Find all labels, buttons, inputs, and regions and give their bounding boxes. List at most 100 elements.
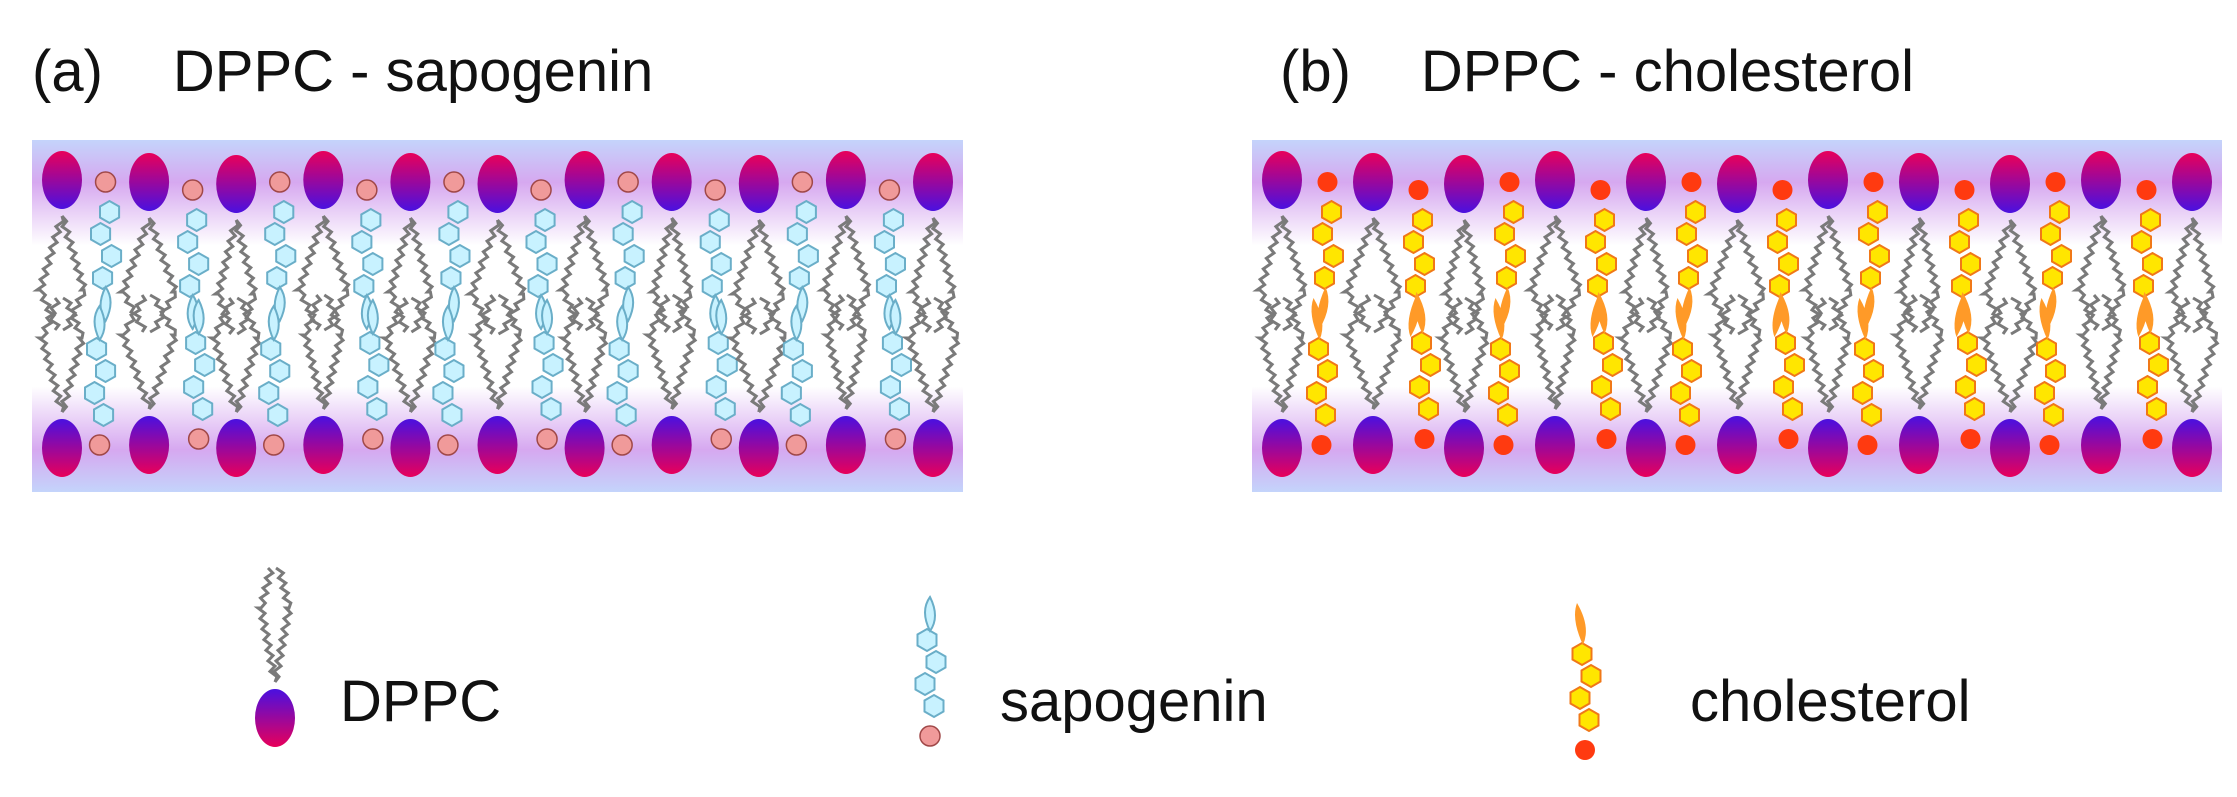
lipid-tail [271,566,294,683]
sterol-ring [84,380,106,406]
sterol-ring [1958,207,1979,233]
dppc-lipid-icon [253,566,295,747]
sterol-ring [786,221,808,247]
sterol-ring [533,330,555,356]
sterol-ring [791,358,813,384]
lipid-tail [556,297,588,413]
sterol-ring [534,207,556,233]
lipid-head [1353,416,1393,474]
sterol-ring [1403,229,1424,255]
sterol-ring [1685,199,1706,225]
sterol-ring [2146,396,2167,422]
lipid-tail [495,293,524,410]
sterol-ring [782,336,804,362]
sterol-ring [366,396,388,422]
sterol-tail [366,298,379,336]
lipid-head [825,151,866,209]
sterol-head [181,179,204,201]
sterol-ring [1679,402,1700,428]
sterol-ring [888,396,910,422]
lipid-tail [34,297,66,413]
sterol-head [1596,429,1617,449]
dppc-lipid [2164,153,2216,334]
sterol-head [530,179,552,201]
lipid-tail [147,293,179,411]
sterol-ring [1490,336,1511,362]
sterol-ring [1782,396,1803,422]
sterol-ring [612,221,634,247]
sterol-ring [177,229,199,255]
sapogenin-molecule [705,298,738,450]
sterol-head [1311,435,1332,455]
lipid-tail [905,217,937,333]
sterol-tail [1414,292,1426,334]
sterol-ring [1412,207,1433,233]
sterol-head [704,179,726,201]
sterol-ring [185,330,207,356]
sterol-tail [889,298,902,336]
lipid-tail [1644,296,1674,413]
lipid-tail [1889,294,1923,410]
sterol-tail [2039,298,2051,340]
sterol-ring [705,374,727,400]
lipid-tail [1614,297,1650,413]
sterol-ring [2051,243,2072,269]
sterol-ring [1867,199,1888,225]
sapogenin-molecule-icon [914,595,947,747]
sterol-ring [264,221,286,247]
sterol-tail [1311,298,1323,340]
sterol-ring [1593,330,1614,356]
lipid-head [1353,153,1393,211]
sterol-ring [1769,273,1790,299]
sterol-ring [542,352,564,378]
sterol-ring [441,402,463,428]
sterol-head [1317,172,1338,192]
sterol-ring [260,336,282,362]
cholesterol-molecule-icon [1569,603,1602,760]
cholesterol-molecule [1409,292,1441,449]
sterol-ring [258,380,280,406]
sterol-ring [1317,358,1338,384]
lipid-head [42,151,82,209]
sterol-ring [707,330,729,356]
dppc-lipid [816,151,872,332]
sterol-head [878,179,901,201]
sapogenin-molecule [780,304,813,456]
sterol-ring [716,352,738,378]
sterol-ring [1418,396,1439,422]
lipid-tail [467,294,501,410]
panel-a-label: (a) [32,39,103,104]
sterol-ring [449,243,471,269]
lipid-head [564,419,605,477]
cholesterol-molecule [1955,292,1987,449]
lipid-head [42,419,82,477]
lipid-head [1808,151,1848,209]
dppc-lipid [1976,296,2040,477]
sterol-ring [1488,380,1509,406]
sterol-ring [99,199,121,225]
sterol-ring [1315,402,1336,428]
lipid-tail [1461,219,1486,336]
sterol-ring [1323,243,1344,269]
sterol-ring [275,243,297,269]
sapogenin-molecule [84,304,117,456]
lipid-tail [757,296,789,414]
lipid-tail [554,215,588,331]
sterol-ring [440,265,462,291]
lipid-head [1717,416,1757,474]
sapogenin-molecule [531,298,564,450]
sterol-ring [1776,207,1797,233]
sterol-ring [1587,273,1608,299]
sterol-ring [101,243,123,269]
sterol-ring [92,265,114,291]
sterol-ring [2049,199,2070,225]
lipid-tail [2164,217,2196,333]
cholesterol-molecule [2034,298,2066,455]
dppc-lipid [115,293,179,474]
sapogenin-molecule [606,304,639,456]
lipid-tail [757,219,787,336]
cholesterol-molecule [1773,292,1805,449]
sterol-ring [923,693,945,719]
lipid-tail [1976,297,2013,413]
sterol-ring [1852,380,1873,406]
